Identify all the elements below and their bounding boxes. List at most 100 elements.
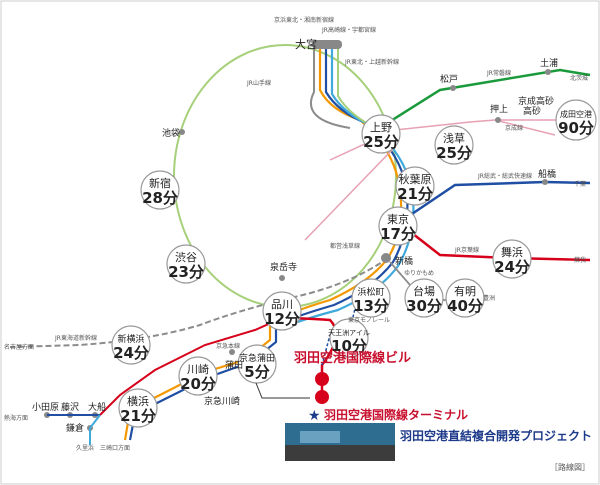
project-image-ground (285, 445, 395, 461)
station-name: 京急川崎 (204, 395, 240, 407)
station-circle (492, 239, 532, 279)
station-circle (262, 291, 302, 331)
station-minutes: 24分 (113, 344, 149, 362)
map-note: ［路線図］ (550, 462, 590, 472)
station-circle (178, 356, 218, 396)
station-ueno: 上野 25分 (361, 114, 401, 154)
hub-station-label: 羽田空港国際線ビル (294, 350, 411, 366)
station-narita-airport: 成田空港 90分 (555, 99, 597, 141)
station-name: 大船 (88, 401, 106, 413)
station-name: 浜松町 (357, 286, 384, 298)
station-akihabara: 秋葉原 21分 (395, 166, 435, 206)
station-name: 浅草 (443, 132, 465, 145)
station-dot (229, 349, 235, 355)
line-label-tokaido-shinkansen: JR東海道新幹線 (54, 334, 97, 342)
minor-station-shimbashi: 新橋 (381, 253, 413, 267)
station-omiya: 大宮 (295, 37, 342, 51)
station-circle (118, 388, 158, 428)
minor-station-oshiage: 押上 (490, 103, 508, 123)
station-name: 船橋 (538, 168, 556, 180)
line-label-yamanote: JR山手線 (246, 79, 271, 87)
station-name: 成田空港 (560, 109, 592, 119)
station-shinjuku: 新宿 28分 (140, 170, 180, 210)
station-dot (495, 117, 501, 123)
minor-station-keisei-takasago: 京成高砂 高砂 (518, 95, 554, 117)
station-circle (329, 318, 369, 358)
station-circle (351, 278, 391, 318)
station-name: 台場 (413, 284, 435, 298)
station-circle (395, 166, 435, 206)
station-dot (450, 85, 456, 91)
station-name: 川崎 (187, 362, 209, 376)
station-name: 新宿 (149, 176, 171, 190)
station-name: 渋谷 (175, 251, 197, 264)
endpoint-chiba: 千葉 (574, 180, 586, 188)
station-name: 藤沢 (61, 401, 79, 413)
jr-keihin-tohoku-line (281, 45, 415, 330)
station-minutes: 90分 (558, 119, 594, 137)
station-name: 秋葉原 (399, 172, 432, 186)
minor-station-tsuchiura: 土浦 (540, 57, 558, 75)
line-label-sobu: JR総武・総武快速線 (477, 172, 532, 180)
omiya-upper-line-1: 京浜東北・湘南新宿線 (274, 16, 334, 24)
station-name: 大宮 (295, 37, 317, 51)
station-shibuya: 渋谷 23分 (166, 244, 206, 284)
station-tennozu: 天王洲アイル 10分 (328, 318, 370, 358)
station-circle (434, 125, 474, 165)
station-name: 品川 (271, 298, 293, 311)
endpoint-misaki: 三崎口方面 (100, 444, 130, 452)
narita-access-line (494, 119, 556, 136)
station-yokohama: 横浜 21分 (118, 388, 158, 428)
tohoku-shinkansen (309, 45, 351, 129)
minor-station-ikebukuro: 池袋 (162, 127, 185, 139)
sobu-line (399, 180, 591, 224)
station-dot (545, 69, 551, 75)
haneda-international-station-dot (315, 372, 329, 386)
minor-station-kamata: 蒲田 (225, 349, 243, 371)
omiya-upper-line-2: JR高崎線・宇都宮線 (321, 26, 376, 34)
endpoint-soga: 蘇我 (574, 256, 586, 264)
station-name: 押上 (490, 103, 508, 115)
station-circle (378, 206, 418, 246)
station-minutes: 30分 (406, 297, 442, 315)
station-minutes: 17分 (380, 225, 416, 243)
yokosuka-south-line (89, 414, 101, 445)
station-name: 上野 (370, 121, 392, 134)
station-keikyu-kamata: 京急蒲田 5分 (237, 344, 277, 384)
line-label-asakusa: 都営浅草線 (330, 242, 360, 250)
station-name: 舞浜 (501, 246, 523, 259)
keiyo-line (407, 229, 591, 262)
star-icon: ★ (308, 408, 321, 424)
station-dot (381, 253, 391, 263)
station-circle (111, 325, 151, 365)
station-circle (404, 278, 444, 318)
station-name: 蒲田 (225, 359, 243, 371)
line-label-shinkansen: JR東北・上越新幹線 (344, 58, 399, 66)
station-hamamatsucho: 浜松町 13分 (351, 278, 391, 318)
station-name: 小田原 (32, 402, 59, 413)
line-label-keiyo: JR京葉線 (454, 246, 479, 254)
station-shinagawa: 品川 12分 (262, 291, 302, 331)
station-circle (361, 114, 401, 154)
station-minutes: 28分 (142, 189, 178, 207)
terminal-station-label: 羽田空港国際線ターミナル (324, 407, 468, 422)
station-minutes: 23分 (168, 263, 204, 281)
station-minutes: 25分 (363, 133, 399, 151)
haneda-terminal-station-dot (315, 390, 329, 404)
station-minutes: 21分 (397, 185, 433, 203)
station-name: 鎌倉 (66, 422, 84, 434)
station-minutes: 13分 (353, 297, 389, 315)
station-minutes: 5分 (244, 363, 269, 381)
line-label-monorail: 東京モノレール (348, 316, 390, 324)
station-asakusa: 浅草 25分 (434, 125, 474, 165)
minor-station-sengakuji: 泉岳寺 (270, 261, 297, 281)
minor-station-matsudo: 松戸 (440, 73, 458, 91)
station-dot (542, 179, 548, 185)
joban-line (377, 68, 591, 131)
station-minutes: 12分 (264, 310, 300, 328)
line-label-joban: JR常磐線 (486, 69, 511, 77)
station-minutes: 40分 (447, 297, 483, 315)
